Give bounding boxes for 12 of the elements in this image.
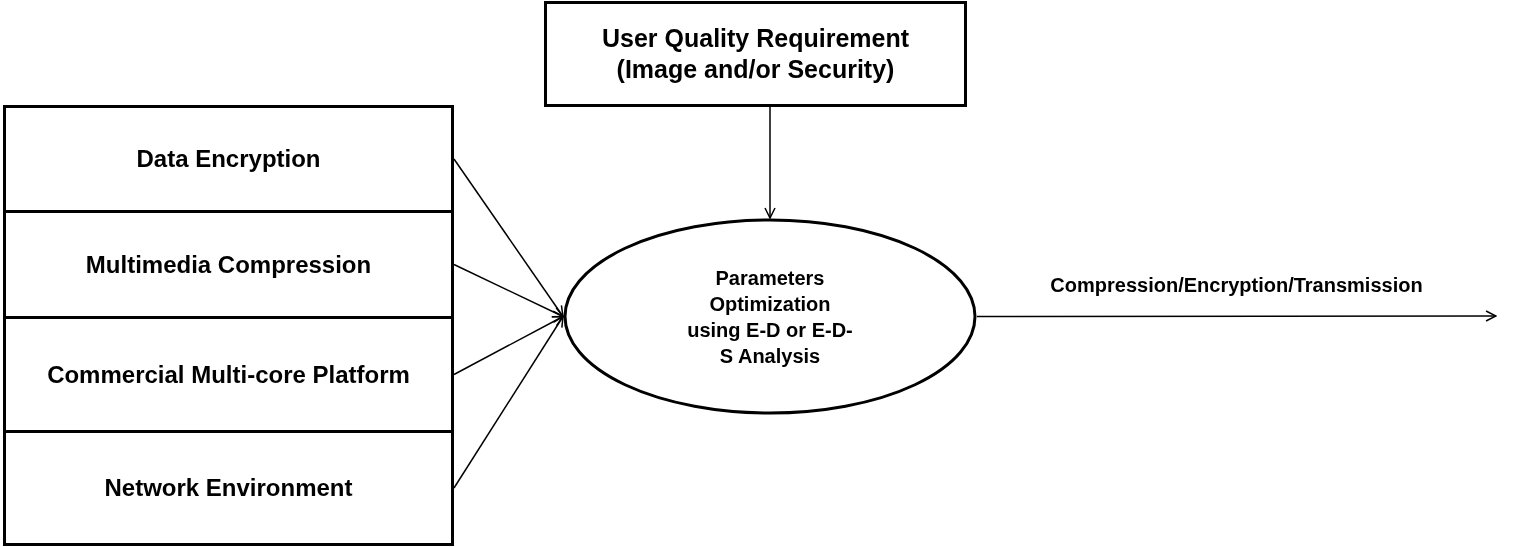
node-label: User Quality Requirement (Image and/or Security)	[601, 22, 910, 85]
factor-box	[3, 105, 454, 213]
factor-box	[3, 430, 454, 546]
node-label: Commercial Multi-core Platform	[47, 359, 410, 390]
node-label: Parameters Optimization using E-D or E-D-S Analysis	[686, 265, 854, 369]
factor-box	[3, 210, 454, 319]
requirement-box	[544, 1, 967, 107]
node-label: Data Encryption	[136, 144, 321, 174]
node-label: Multimedia Compression	[85, 249, 372, 280]
node-label: Network Environment	[104, 473, 353, 503]
factor-box	[3, 316, 454, 433]
edge-label: Compression/Encryption/Transmission	[1048, 274, 1425, 297]
